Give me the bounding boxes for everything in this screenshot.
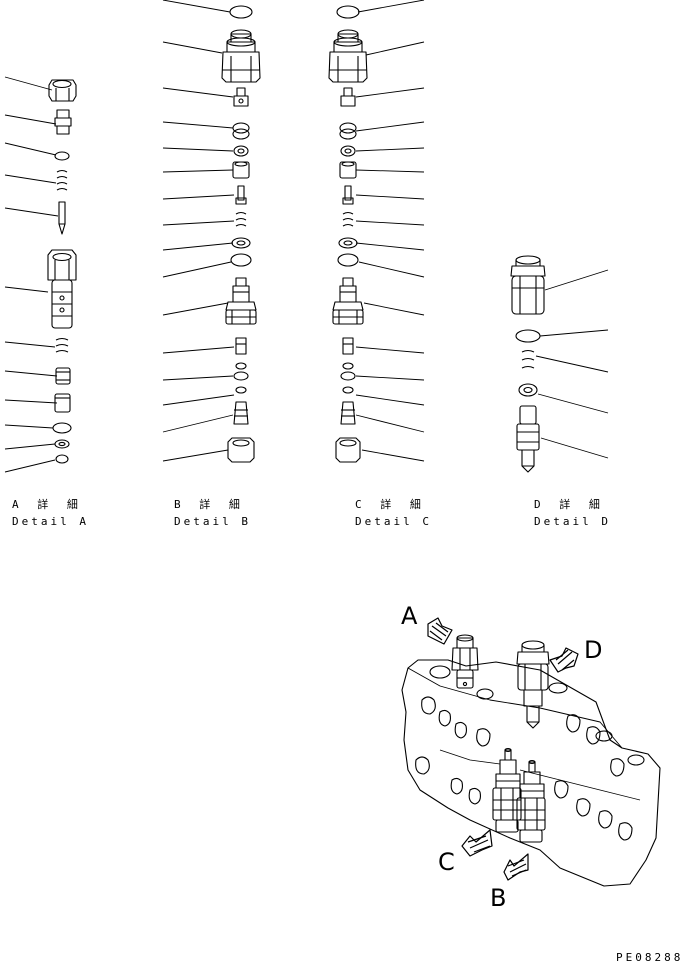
callout-d-label: D xyxy=(584,636,603,664)
valve-c-installed xyxy=(492,747,522,833)
detail-d-caption-jp: D 詳 細 xyxy=(534,498,606,511)
callout-c-label: C xyxy=(438,848,455,876)
arrow-c-pointer xyxy=(461,829,493,857)
arrow-b-pointer xyxy=(503,853,529,881)
detail-a-parts xyxy=(4,76,77,473)
detail-d-leaders xyxy=(535,269,609,459)
detail-c-leaders xyxy=(355,0,425,462)
detail-c-caption-jp: C 詳 細 xyxy=(355,498,427,511)
valve-block-illustration xyxy=(401,617,661,887)
callout-b-label: B xyxy=(490,884,507,912)
detail-b-parts xyxy=(162,0,261,463)
detail-a-caption-en: Detail A xyxy=(12,515,89,528)
detail-a-leaders xyxy=(4,76,59,473)
detail-d-parts xyxy=(510,255,609,473)
valve-a-installed xyxy=(451,634,479,689)
detail-a-caption-jp: A 詳 細 xyxy=(12,498,84,511)
callout-a-label: A xyxy=(401,602,418,630)
detail-c-caption-en: Detail C xyxy=(355,515,432,528)
arrow-a-pointer xyxy=(427,617,453,645)
arrow-d-pointer xyxy=(549,647,579,673)
valve-d-installed xyxy=(516,640,550,729)
valve-b-installed xyxy=(516,759,546,843)
detail-c-parts xyxy=(328,0,425,463)
drawing-code: PE08288 xyxy=(616,951,684,964)
detail-b-leaders xyxy=(162,0,235,462)
detail-b-caption-en: Detail B xyxy=(174,515,251,528)
detail-d-caption-en: Detail D xyxy=(534,515,611,528)
detail-b-caption-jp: B 詳 細 xyxy=(174,498,246,511)
